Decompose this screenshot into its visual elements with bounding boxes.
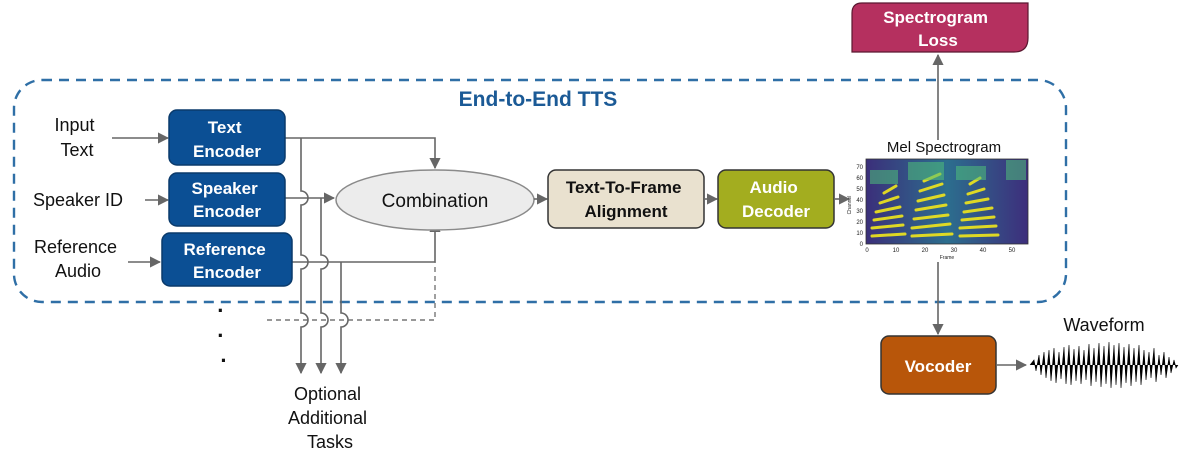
- mel-y-tick: 30: [856, 209, 863, 215]
- mel-x-tick: 20: [922, 248, 929, 254]
- mel-x-axis-label: Frame: [940, 255, 955, 261]
- input-text-label: Input Text: [54, 115, 99, 160]
- vocoder-label: Vocoder: [905, 357, 972, 376]
- mel-y-tick: 40: [856, 198, 863, 204]
- spectrogram-loss-label: Spectrogram Loss: [883, 8, 993, 50]
- text-encoder-box: [168, 109, 286, 166]
- mel-x-tick: 0: [865, 248, 869, 254]
- mel-y-tick: 20: [856, 220, 863, 226]
- combination-node: [335, 169, 535, 231]
- reference-encoder-label: Reference Encoder: [184, 240, 271, 282]
- mel-y-tick: 50: [856, 187, 863, 193]
- mel-y-tick: 70: [856, 165, 863, 171]
- mel-x-tick: 50: [1009, 248, 1016, 254]
- combination-label: Combination: [382, 191, 489, 212]
- alignment-label: Text-To-Frame Alignment: [566, 178, 686, 221]
- speaker-id-label: Speaker ID: [33, 190, 123, 210]
- mel-spectrogram-title: Mel Spectrogram: [887, 139, 1001, 156]
- mel-y-axis-label: Channel: [847, 196, 853, 215]
- waveform-label: Waveform: [1063, 315, 1144, 335]
- mel-x-tick: 40: [980, 248, 987, 254]
- mel-x-ticks: 0 10 20 30 40 50: [865, 248, 1016, 254]
- mel-y-tick: 0: [860, 242, 864, 248]
- audio-decoder-label: Audio Decoder: [742, 178, 810, 221]
- tts-boundary: [12, 78, 1068, 304]
- optional-tasks-label: Optional Additional Tasks: [288, 384, 372, 452]
- speaker-encoder-label: Speaker Encoder: [192, 179, 263, 221]
- reference-audio-label: Reference Audio: [34, 237, 122, 281]
- mel-spectrogram-plot: [865, 158, 1029, 245]
- reference-encoder-box: [161, 232, 293, 287]
- tts-title: End-to-End TTS: [459, 88, 618, 111]
- ellipsis-dots: · · ·: [217, 298, 230, 373]
- mel-x-tick: 10: [893, 248, 900, 254]
- speaker-encoder-box: [168, 172, 286, 227]
- mel-y-ticks: 0 10 20 30 40 50 60 70: [856, 165, 863, 248]
- spectrogram-loss-box: [851, 2, 1029, 53]
- text-encoder-label: Text Encoder: [193, 118, 261, 161]
- mel-x-tick: 30: [951, 248, 958, 254]
- mel-y-tick: 10: [856, 231, 863, 237]
- mel-y-tick: 60: [856, 176, 863, 182]
- waveform-graphic: [1029, 341, 1179, 389]
